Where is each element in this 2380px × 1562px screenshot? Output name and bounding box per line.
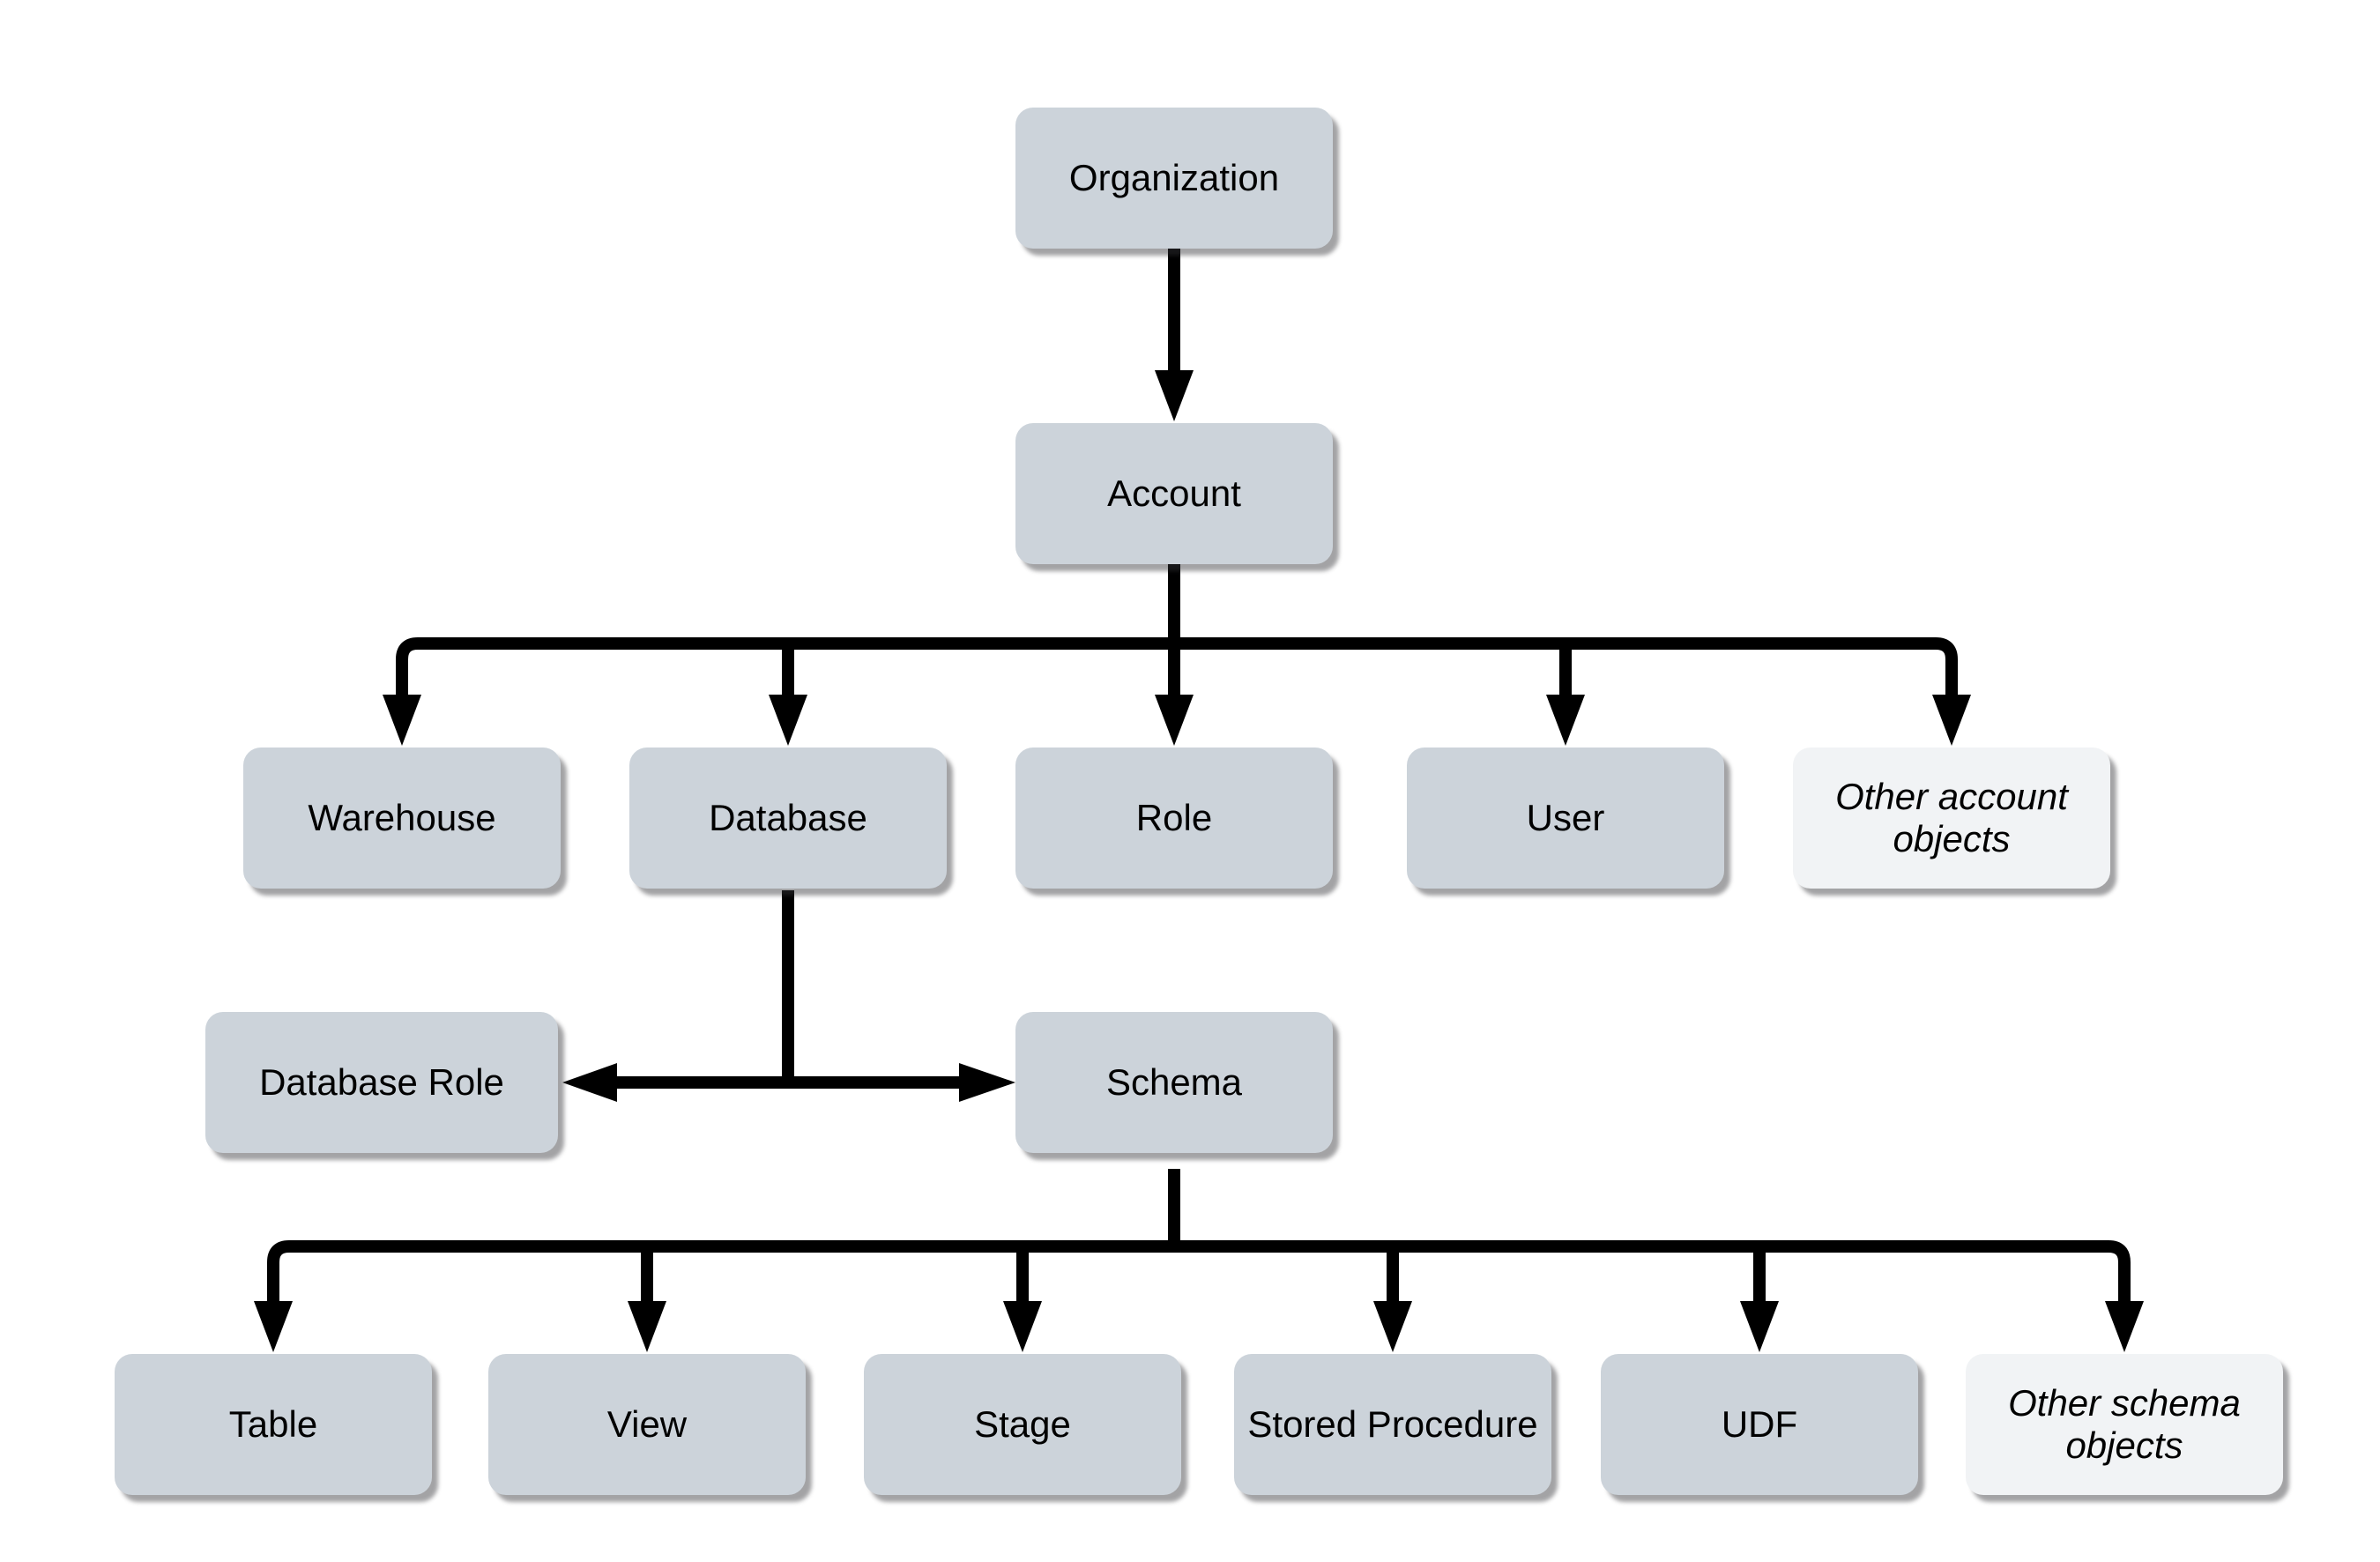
node-stage-label: Stage xyxy=(974,1402,1071,1445)
node-database: Database xyxy=(629,748,947,889)
node-other-schema-objects-label: Other schema objects xyxy=(2008,1381,2241,1466)
arrowhead-udf xyxy=(1740,1301,1779,1352)
arrowhead-user xyxy=(1546,695,1585,746)
node-warehouse-label: Warehouse xyxy=(308,796,496,838)
node-udf-label: UDF xyxy=(1721,1402,1798,1445)
node-warehouse: Warehouse xyxy=(243,748,561,889)
arrowhead-view xyxy=(628,1301,666,1352)
arrowhead-role xyxy=(1155,695,1194,746)
node-table: Table xyxy=(115,1354,432,1495)
arrowhead-account xyxy=(1155,370,1194,421)
node-user-label: User xyxy=(1526,796,1605,838)
node-schema: Schema xyxy=(1015,1012,1333,1153)
node-schema-label: Schema xyxy=(1105,1060,1243,1103)
node-user: User xyxy=(1407,748,1724,889)
arrowhead-warehouse xyxy=(383,695,421,746)
edge-schema-rail xyxy=(267,1240,2131,1303)
node-other-schema-objects: Other schema objects xyxy=(1966,1354,2283,1495)
arrowhead-database xyxy=(769,695,807,746)
node-udf: UDF xyxy=(1601,1354,1918,1495)
node-account: Account xyxy=(1015,423,1333,564)
arrowhead-stored-procedure xyxy=(1373,1301,1412,1352)
node-stored-procedure-label: Stored Procedure xyxy=(1247,1402,1538,1445)
node-table-label: Table xyxy=(228,1402,318,1445)
node-organization: Organization xyxy=(1015,108,1333,249)
node-database-role-label: Database Role xyxy=(259,1060,504,1103)
node-account-label: Account xyxy=(1107,472,1241,514)
node-database-label: Database xyxy=(709,796,867,838)
arrowhead-stage xyxy=(1003,1301,1042,1352)
arrowhead-database-role xyxy=(562,1063,617,1102)
arrowhead-table xyxy=(254,1301,293,1352)
node-role-label: Role xyxy=(1135,796,1213,838)
node-view-label: View xyxy=(606,1402,688,1445)
arrowhead-other-schema xyxy=(2105,1301,2144,1352)
node-other-account-objects-label: Other account objects xyxy=(1835,775,2068,859)
node-other-account-objects: Other account objects xyxy=(1793,748,2110,889)
node-database-role: Database Role xyxy=(205,1012,558,1153)
arrowhead-schema xyxy=(959,1063,1015,1102)
node-stage: Stage xyxy=(864,1354,1181,1495)
node-role: Role xyxy=(1015,748,1333,889)
arrowhead-other-account xyxy=(1932,695,1971,746)
node-stored-procedure: Stored Procedure xyxy=(1234,1354,1551,1495)
node-view: View xyxy=(488,1354,806,1495)
node-organization-label: Organization xyxy=(1068,156,1280,198)
